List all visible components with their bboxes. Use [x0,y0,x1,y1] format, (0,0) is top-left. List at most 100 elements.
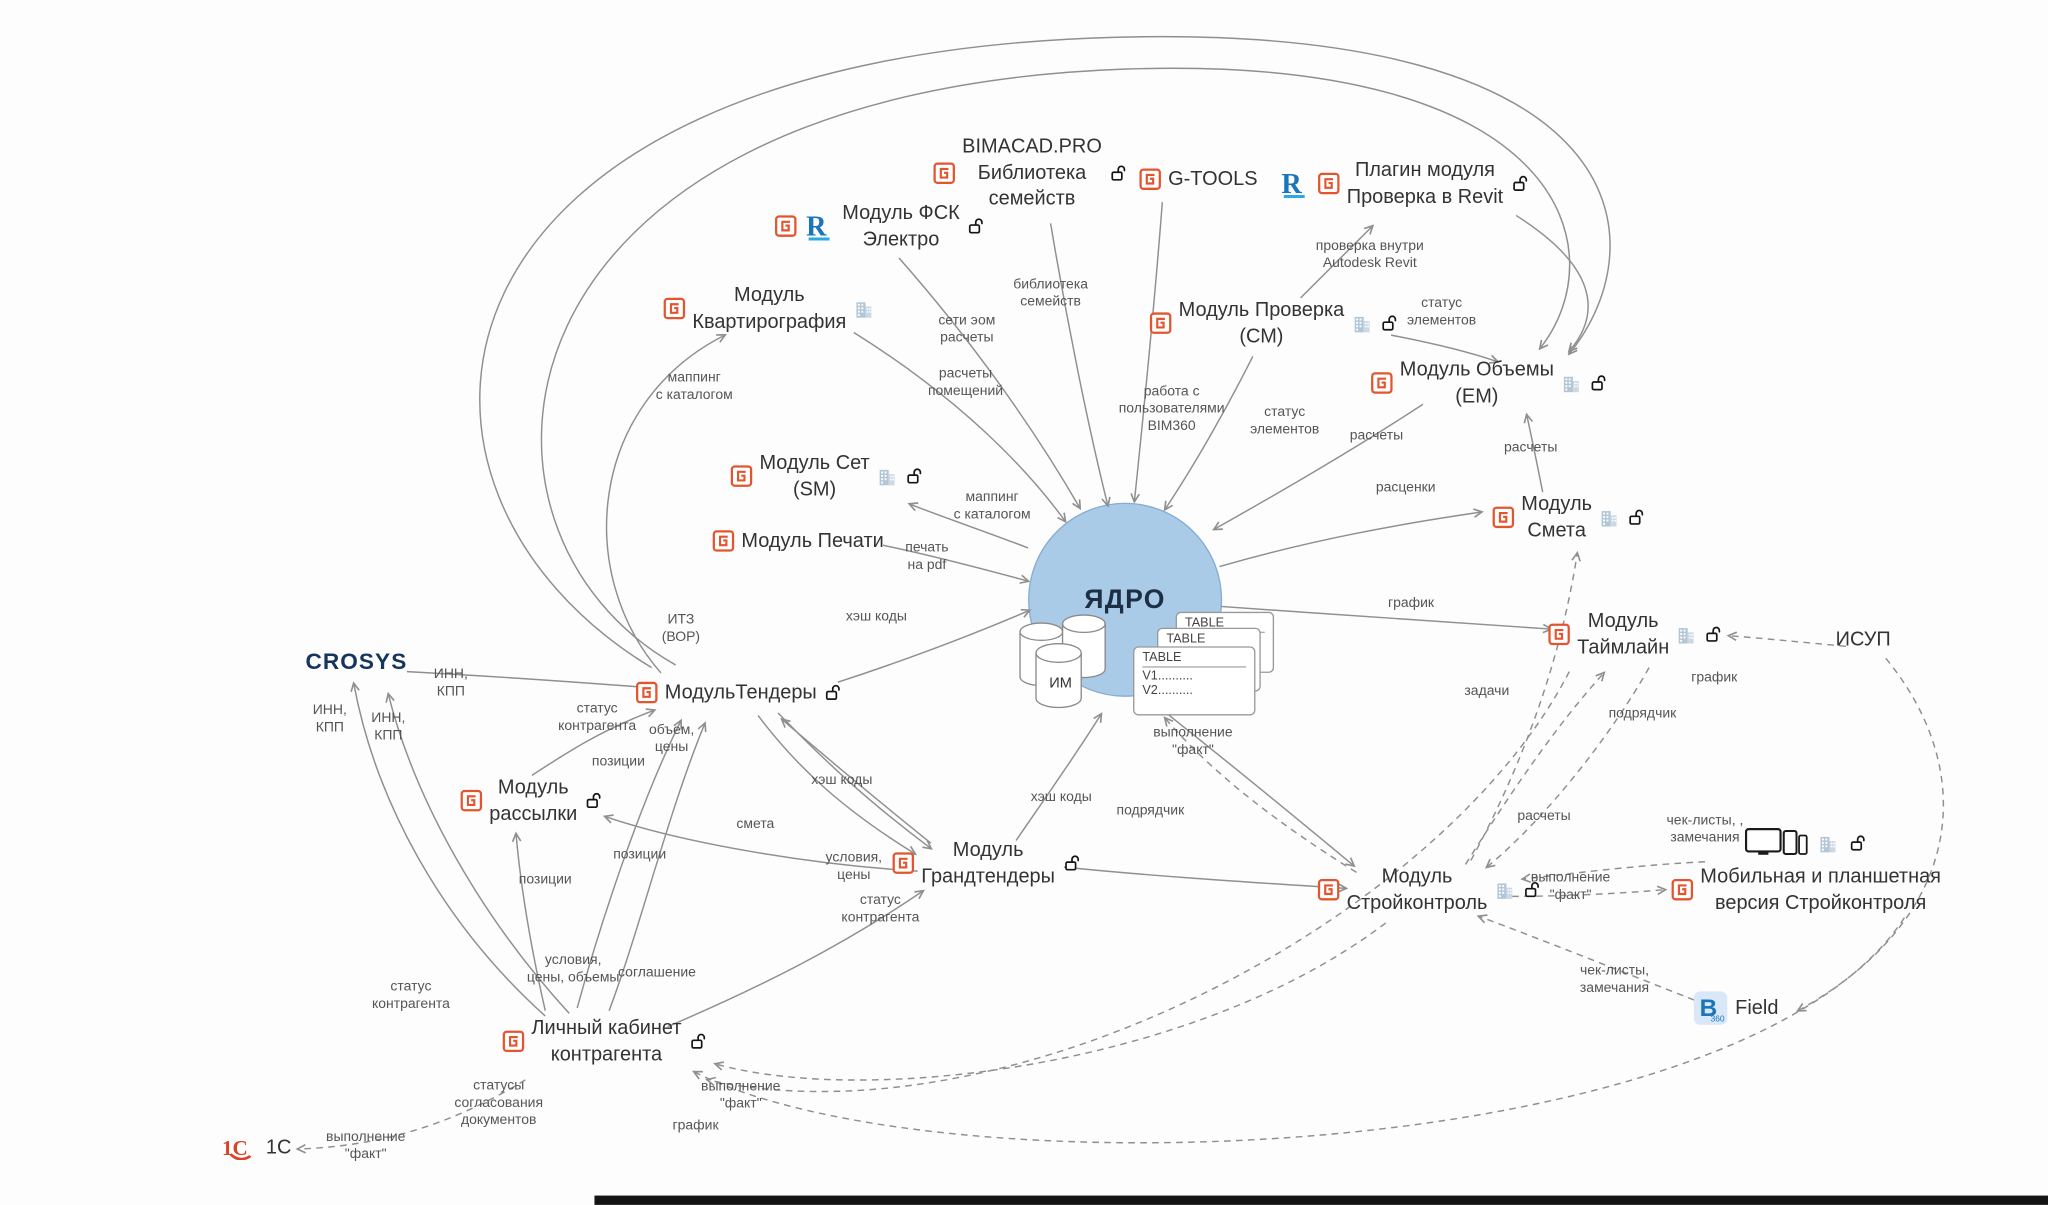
edge-arrow [608,723,705,1011]
node-g-tools: G-TOOLS [1139,167,1258,193]
edge-label: ИНН, КПП [433,666,468,700]
node-pechati-label: Модуль Печати [741,529,884,553]
edge-label: объем, цены [648,721,695,756]
node-fsk-electro-label: Электро [862,227,940,251]
logo-icon [1317,172,1340,195]
node-mobile-version-icons [1744,827,1868,860]
edge-arrow [837,610,1030,683]
edge-arrow [406,670,648,688]
node-isup: ИСУП [1836,627,1891,653]
devices-icon [1744,827,1808,860]
node-kvartirografia-label: Модуль [733,283,805,307]
edge-label: статус элементов [1406,295,1477,329]
building-icon [1494,879,1515,900]
edge-arrow [1487,667,1650,867]
edge-arrow [757,715,915,853]
db-cylinder-icon [1035,643,1082,709]
edge-label: хэш коды [811,771,873,788]
edge-arrow [479,35,1611,669]
logo-icon [1149,312,1172,335]
edge-label: смета [736,815,775,832]
lock-icon [1108,163,1128,183]
edge-label: позиции [518,871,572,888]
edge-arrow [388,694,570,1014]
edge-arrow [1470,553,1577,861]
edge-label: статус контрагента [558,700,637,735]
edge-arrow [1527,415,1544,493]
lock-icon [1848,833,1868,853]
edge-arrow [576,721,681,1009]
database-icons: ИМ [1015,610,1137,731]
logo-icon [1317,878,1340,901]
table-card-row: V2.......... [1142,683,1193,699]
lock-icon [1627,507,1647,527]
node-set-sm-label: (SM) [792,477,837,501]
logo-icon [502,1030,525,1053]
db-label: ИМ [1049,676,1072,692]
node-lichny-kabinet-label: контрагента [550,1042,663,1066]
edge-arrow [898,257,1080,508]
table-cards: TABLE TABLE TABLE V1.......... V2.......… [1133,611,1293,721]
lock-icon [1589,373,1609,393]
edge-arrow [715,922,1387,1081]
node-kvartirografia-label: Квартирография [692,309,847,333]
edge-label: задачи [1464,682,1510,699]
logo-icon [1548,623,1571,646]
edge-arrow [1523,861,1705,879]
node-timeline-label: Таймлайн [1577,635,1670,659]
lock-icon [1704,624,1724,644]
revit-icon: R [804,210,836,242]
node-obyomy-em: Модуль Объемы(ЕМ) [1371,357,1609,409]
edge-label: расчеты [1504,439,1558,456]
edge-arrow [1798,657,1945,1010]
node-stroykontrol-label: Модуль [1381,865,1453,888]
lock-icon [966,216,986,236]
node-revit-plugin-label: Плагин модуля [1354,158,1496,182]
logo-icon [730,465,753,488]
lock-icon [688,1031,708,1051]
building-icon [1351,313,1372,334]
node-set-sm: Модуль Сет(SM) [730,450,924,502]
edge-arrow [1160,708,1354,866]
edge-label: хэш коды [1030,789,1092,806]
edge-label: график [672,1117,719,1134]
edge-label: выполнение "факт" [701,1078,781,1112]
node-set-sm-label: Модуль Сет [759,451,870,475]
edge-label: маппинг с каталогом [655,369,733,403]
node-obyomy-em-label: Модуль Объемы [1399,358,1554,382]
edge-arrow [298,1079,526,1149]
logo-icon [1139,168,1162,191]
node-mobile-version-label: версия Стройконтроля [1714,891,1927,914]
edge-label: позиции [591,753,645,770]
edge-label: условия, цены, объемы [526,952,620,986]
edge-arrow [694,917,1906,1144]
node-proverka-sm: Модуль Проверка(СМ) [1149,297,1398,349]
lock-icon [584,791,604,811]
edge-label: расчеты [1517,807,1571,824]
edge-label: статусы согласования документов [454,1077,544,1129]
logo-icon [460,789,483,812]
node-smeta-label: Модуль [1521,492,1593,516]
edge-label: выполнение "факт" [1530,869,1611,904]
node-1c-label: 1С [265,1136,292,1159]
node-proverka-sm-label: (СМ) [1239,324,1284,348]
edge-arrow [1479,916,1695,1001]
edge-arrow [516,834,546,1011]
edge-arrow [531,710,654,776]
node-grandtendery-label: Грандтендеры [921,864,1055,888]
edge-label: график [1388,595,1435,612]
edge-label: ИНН, КПП [371,710,406,744]
edge-label: соглашение [618,964,696,981]
logo-icon [1492,506,1515,529]
svg-text:360: 360 [1711,1014,1725,1024]
